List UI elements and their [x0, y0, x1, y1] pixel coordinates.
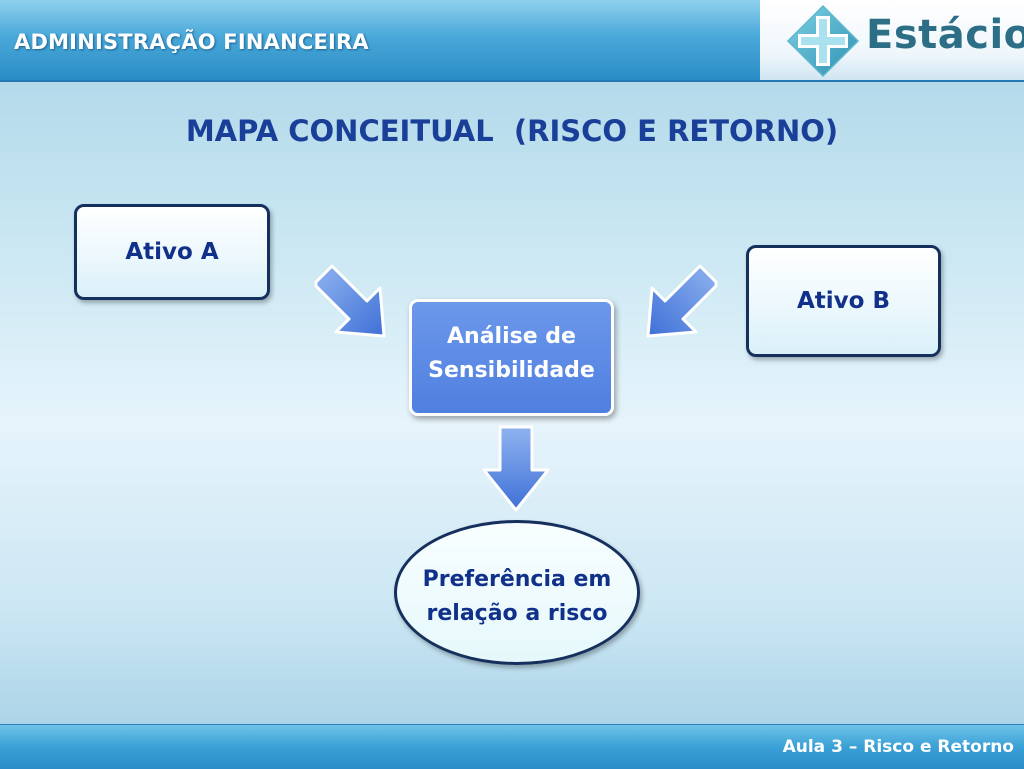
node-result-line2: relação a risco [426, 601, 608, 626]
estacio-cross-logo-icon [786, 4, 860, 78]
node-center-line1: Análise de [447, 324, 576, 349]
lesson-label: Aula 3 – Risco e Retorno [782, 737, 1014, 757]
node-ativo-b-label: Ativo B [796, 288, 890, 314]
slide-footer: Aula 3 – Risco e Retorno [0, 724, 1024, 769]
node-analise-sensibilidade: Análise de Sensibilidade [409, 299, 614, 416]
arrow-a-to-center [314, 264, 386, 338]
node-ativo-a: Ativo A [74, 204, 270, 300]
arrow-b-to-center [646, 264, 718, 338]
node-result-line1: Preferência em [422, 567, 612, 592]
node-preferencia-risco: Preferência em relação a risco [394, 520, 640, 665]
node-center-line2: Sensibilidade [428, 358, 595, 383]
slide-header: ADMINISTRAÇÃO FINANCEIRA Estácio [0, 0, 1024, 82]
slide-title: MAPA CONCEITUAL (RISCO E RETORNO) [185, 114, 839, 148]
arrow-center-to-result [482, 425, 550, 512]
course-title: ADMINISTRAÇÃO FINANCEIRA [14, 30, 369, 54]
logo-wordmark: Estácio [866, 12, 1024, 58]
node-ativo-b: Ativo B [746, 245, 941, 357]
node-ativo-a-label: Ativo A [125, 239, 219, 265]
